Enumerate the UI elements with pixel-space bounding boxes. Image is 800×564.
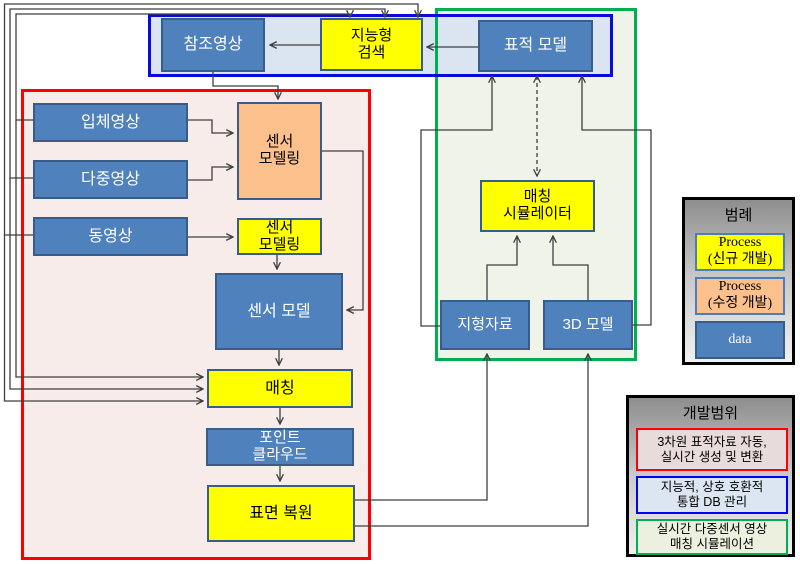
green-group-frame	[435, 8, 637, 361]
box-matching-simulator: 매칭 시뮬레이터	[480, 180, 595, 232]
box-sensor-modeling-modified: 센서 모델링	[237, 102, 322, 200]
legend-panel: 범례 Process (신규 개발) Process (수정 개발) data	[682, 197, 795, 365]
legend-item-data: data	[695, 321, 785, 359]
connector-multi-to-search	[9, 8, 385, 179]
development-scope-panel: 개발범위 3차원 표적자료 자동, 실시간 생성 및 변환 지능적, 상호 호환…	[626, 395, 795, 557]
blue-group-frame	[148, 14, 613, 77]
box-intelligent-search: 지능형 검색	[320, 18, 423, 71]
connector-multi-to-matching	[9, 178, 203, 389]
legend-title: 범례	[724, 207, 753, 224]
legend-item-process-new: Process (신규 개발)	[695, 233, 785, 271]
box-surface-reconstruction: 표면 복원	[207, 485, 355, 542]
legend-item-process-modified: Process (수정 개발)	[695, 277, 785, 315]
box-terrain-data: 지형자료	[440, 300, 530, 350]
connector-surface-to-terrain	[355, 354, 487, 501]
connector-multi-to-sensor-modeling	[188, 167, 233, 181]
box-multi-image: 다중영상	[33, 160, 188, 199]
connector-video-to-matching	[3, 235, 204, 401]
connector-stereo-to-search	[15, 14, 350, 121]
box-3d-model: 3D 모델	[543, 300, 633, 350]
connector-terrain-to-target	[420, 76, 492, 327]
development-scope-title: 개발범위	[682, 405, 739, 422]
connector-reference-to-sensor-modeling	[212, 72, 278, 99]
box-stereo-image: 입체영상	[33, 103, 188, 142]
scope-item-matching-simulation: 실시간 다중센서 영상 매칭 시뮬레이션	[636, 519, 788, 555]
connector-surface-to-3d-model	[355, 354, 588, 527]
box-target-model: 표적 모델	[478, 20, 593, 72]
connector-3d-to-target	[582, 76, 652, 326]
box-matching: 매칭	[207, 369, 353, 408]
box-video-image: 동영상	[33, 217, 188, 256]
connector-stereo-to-matching	[15, 120, 203, 377]
box-reference-image: 참조영상	[161, 18, 265, 72]
connector-modeling-to-sensor-model-right	[322, 150, 364, 310]
box-sensor-modeling-new: 센서 모델링	[237, 218, 322, 255]
scope-item-integrated-db: 지능적, 상호 호환적 통합 DB 관리	[636, 476, 788, 514]
box-sensor-model: 센서 모델	[215, 273, 343, 350]
box-point-cloud: 포인트 클라우드	[206, 428, 354, 466]
connector-stereo-to-sensor-modeling	[188, 119, 233, 133]
connector-video-to-search	[3, 3, 419, 236]
connector-3d-to-simulator	[553, 236, 589, 300]
connector-terrain-to-simulator	[486, 236, 517, 300]
scope-item-3d-target-data: 3차원 표적자료 자동, 실시간 생성 및 변환	[636, 428, 788, 471]
